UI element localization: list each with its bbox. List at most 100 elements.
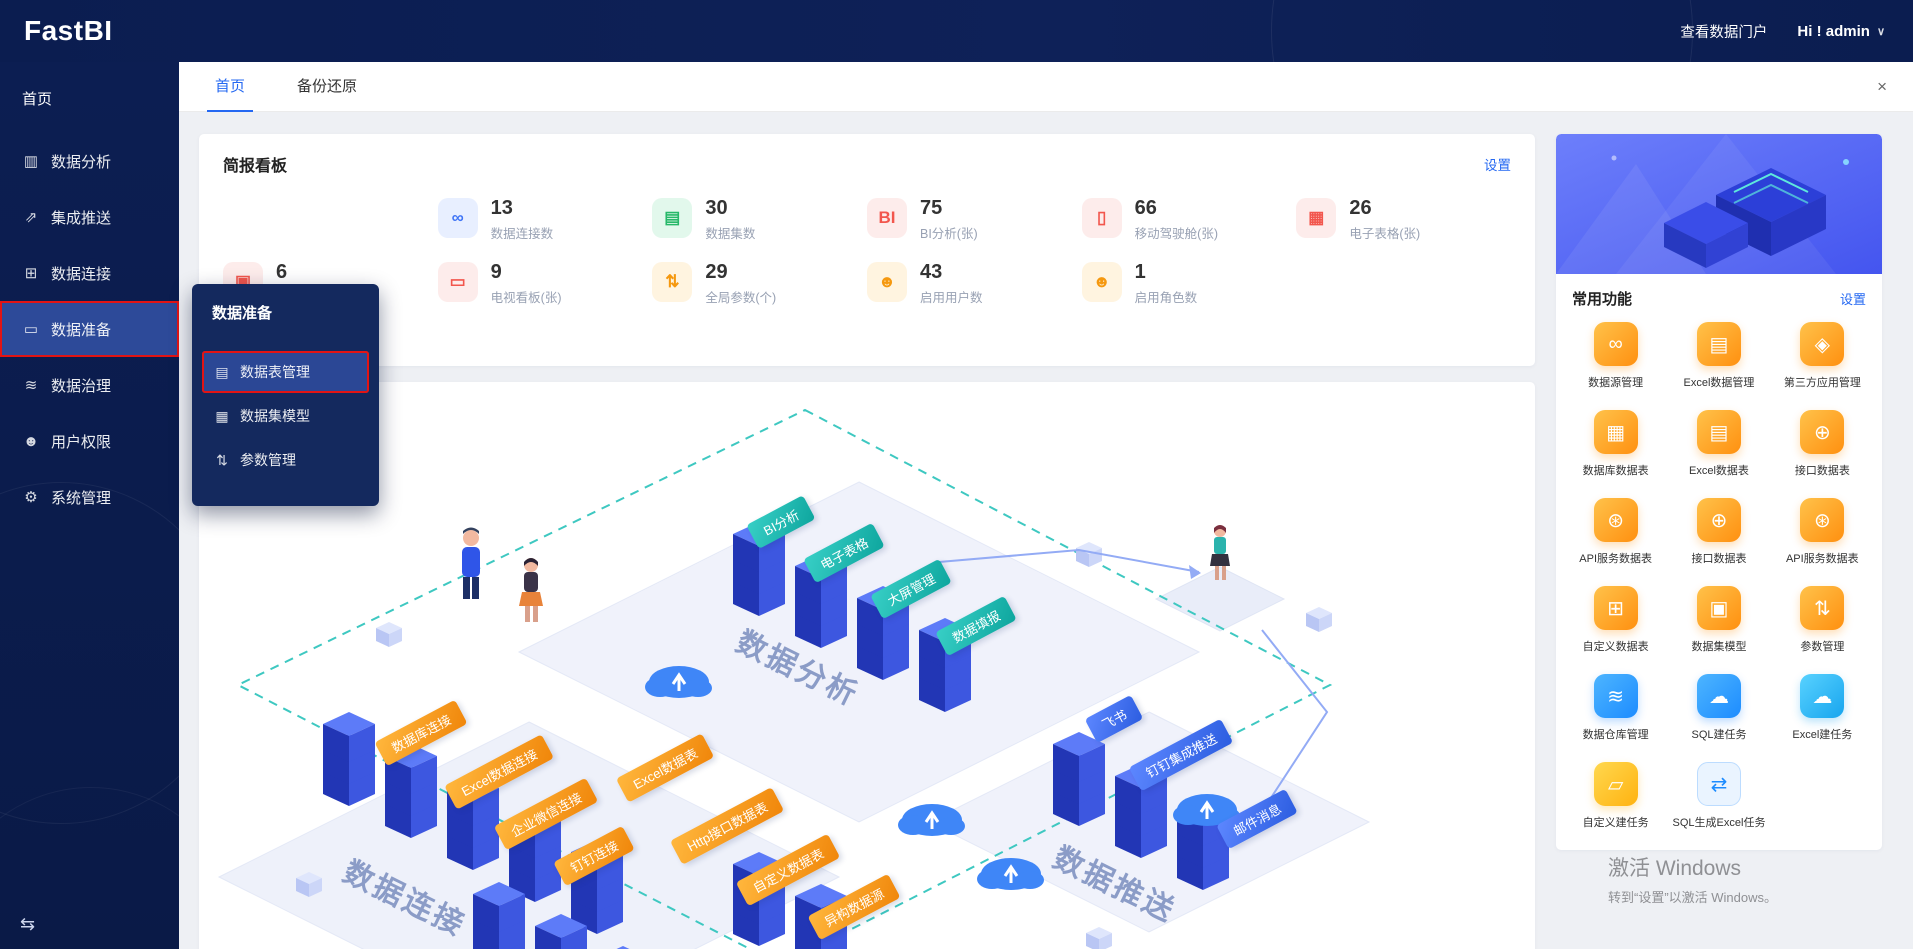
quick-item[interactable]: ☁SQL建任务 (1667, 674, 1770, 762)
sidebar-item-label: 系统管理 (51, 489, 112, 507)
stat-label: 电视看板(张) (490, 291, 562, 305)
quick-item[interactable]: ▣数据集模型 (1667, 586, 1770, 674)
quick-item-icon: ⊕ (1696, 498, 1741, 542)
quick-item-icon: ∞ (1593, 322, 1638, 366)
stat-value: 66 (1134, 197, 1157, 219)
quick-item[interactable]: ⊞自定义数据表 (1564, 586, 1667, 674)
quick-item-label: 自定义建任务 (1582, 817, 1649, 829)
diagram-zone-title: 数据连接 (337, 855, 472, 943)
quick-item-icon: ⊛ (1800, 498, 1845, 542)
quick-item[interactable]: ⊛API服务数据表 (1564, 498, 1667, 586)
stat-label: 数据集数 (705, 227, 756, 241)
close-tab-icon[interactable]: × (1877, 77, 1887, 96)
quick-item-icon: ▱ (1593, 762, 1638, 806)
stat-value: 26 (1349, 197, 1372, 219)
user-greeting: Hi ! admin (1797, 22, 1870, 40)
banner-illustration (1556, 134, 1882, 274)
stat-value: 29 (705, 261, 728, 283)
stat-icon: ☻ (867, 262, 907, 302)
quick-item-icon: ▦ (1593, 410, 1638, 454)
sidebar-item[interactable]: ▭数据准备 (0, 301, 179, 357)
quick-item[interactable]: ⇅参数管理 (1771, 586, 1874, 674)
sidebar-item-icon: ☻ (23, 432, 39, 450)
windows-activation-watermark: 激活 Windows 转到“设置”以激活 Windows。 (1608, 852, 1777, 906)
diagram-tag: 钉钉集成推送 (1128, 718, 1234, 792)
tab-item[interactable]: 备份还原 (297, 77, 358, 95)
stat-label: 数据连接数 (490, 227, 554, 241)
data-prepare-flyout-menu: 数据准备 ▤数据表管理▦数据集模型 ⇅ 参数管理 (192, 284, 379, 506)
quick-item-label: Excel建任务 (1792, 729, 1853, 741)
stat-value: 9 (490, 261, 502, 283)
sidebar-item[interactable]: ⇗集成推送 (0, 189, 179, 245)
quick-item[interactable]: ▤Excel数据管理 (1667, 322, 1770, 410)
quick-item[interactable]: ▦数据库数据表 (1564, 410, 1667, 498)
sidebar-item[interactable]: ☻用户权限 (0, 413, 179, 469)
stat-label: 电子表格(张) (1349, 227, 1421, 241)
sidebar-item-label: 数据分析 (51, 153, 112, 171)
sidebar-item-label: 数据连接 (51, 265, 112, 283)
quick-functions-panel: 常用功能 设置 ∞ 数据源管理 ▤Excel数据管理◈第三方应用管理 ▦数据库数据表▤… (1556, 134, 1882, 850)
quick-functions-grid: ∞ 数据源管理 ▤Excel数据管理◈第三方应用管理 ▦数据库数据表▤Excel数据表… (1556, 318, 1882, 850)
quick-item[interactable]: ∞ 数据源管理 (1564, 322, 1667, 410)
briefing-settings-link[interactable]: 设置 (1484, 158, 1511, 173)
flyout-item[interactable]: ⇅ 参数管理 (202, 439, 369, 481)
user-menu[interactable]: Hi ! admin ∨ (1797, 23, 1885, 40)
person-man (462, 527, 480, 599)
view-data-portal-link[interactable]: 查看数据门户 (1680, 24, 1768, 41)
flyout-item-icon: ⇅ (216, 451, 228, 468)
sidebar-item[interactable]: ▥数据分析 (0, 133, 179, 189)
stat-icon: ▭ (437, 262, 478, 302)
sidebar-item[interactable]: ⚙ 系统管理 (0, 469, 179, 525)
quick-functions-title: 常用功能 (1572, 291, 1633, 308)
sidebar-item-icon: ⚙ (24, 489, 38, 506)
flyout-item-label: 数据集模型 (240, 408, 310, 424)
flyout-title: 数据准备 (212, 305, 273, 322)
quick-item[interactable]: ▤Excel数据表 (1667, 410, 1770, 498)
quick-item-label: 数据源管理 (1588, 377, 1644, 389)
quick-item-icon: ☁ (1696, 674, 1741, 718)
flyout-item[interactable]: ▤数据表管理 (202, 351, 369, 393)
flyout-item-label: 参数管理 (240, 452, 296, 468)
diagram-tag: 自定义数据表 (735, 833, 841, 907)
flyout-list: ▤数据表管理▦数据集模型 ⇅ 参数管理 (202, 351, 369, 481)
quick-item-label: 数据集模型 (1691, 641, 1747, 653)
diagram-tag: Http接口数据表 (669, 787, 785, 865)
quick-item-icon: ⊛ (1593, 498, 1638, 542)
diagram-tag: Excel数据表 (615, 733, 715, 803)
flyout-item[interactable]: ▦数据集模型 (202, 395, 369, 437)
quick-item[interactable]: ⇄SQL生成Excel任务 (1667, 762, 1770, 850)
stat-icon: ∞ (437, 198, 478, 238)
quick-item[interactable]: ⊛ API服务数据表 (1771, 498, 1874, 586)
stat-label: 全局参数(个) (705, 291, 777, 305)
tab-active[interactable]: 首页 (206, 62, 254, 112)
quick-item-label: 接口数据表 (1691, 553, 1747, 565)
quick-item[interactable]: ≋数据仓库管理 (1564, 674, 1667, 762)
quick-item[interactable]: ▱ 自定义建任务 (1564, 762, 1667, 850)
quick-item[interactable]: ⊕接口数据表 (1771, 410, 1874, 498)
quick-item[interactable]: ⊕ 接口数据表 (1667, 498, 1770, 586)
quick-functions-settings-link[interactable]: 设置 (1839, 292, 1866, 307)
stat-value: 30 (705, 197, 728, 219)
sidebar-item-icon: ⊞ (24, 265, 38, 282)
quick-item[interactable]: ☁Excel建任务 (1771, 674, 1874, 762)
diagram-tag: 企业微信连接 (493, 777, 599, 851)
diagram-tag: 大屏管理 (870, 558, 952, 620)
collapse-sidebar-button[interactable]: ⇆ (20, 914, 36, 934)
diagram-zone-title: 数据推送 (1047, 841, 1182, 929)
quick-item-label: 第三方应用管理 (1783, 377, 1861, 389)
sidebar-item[interactable]: ⊞ 数据连接 (0, 245, 179, 301)
tab-bar: 首页 备份还原 × (179, 62, 1913, 112)
stat-label: BI分析(张) (920, 227, 978, 241)
quick-item[interactable]: ◈第三方应用管理 (1771, 322, 1874, 410)
sidebar-item[interactable]: ≋数据治理 (0, 357, 179, 413)
flyout-item-label: 数据表管理 (240, 364, 310, 380)
stat-icon: ▯ (1081, 198, 1122, 238)
sidebar-item-home[interactable]: 首页 (22, 91, 53, 108)
quick-item-label: API服务数据表 (1785, 553, 1859, 565)
diagram-zone-title: 数据分析 (730, 625, 865, 713)
diagram-tag: 钉钉连接 (553, 825, 635, 887)
quick-item-label: SQL生成Excel任务 (1672, 817, 1766, 829)
